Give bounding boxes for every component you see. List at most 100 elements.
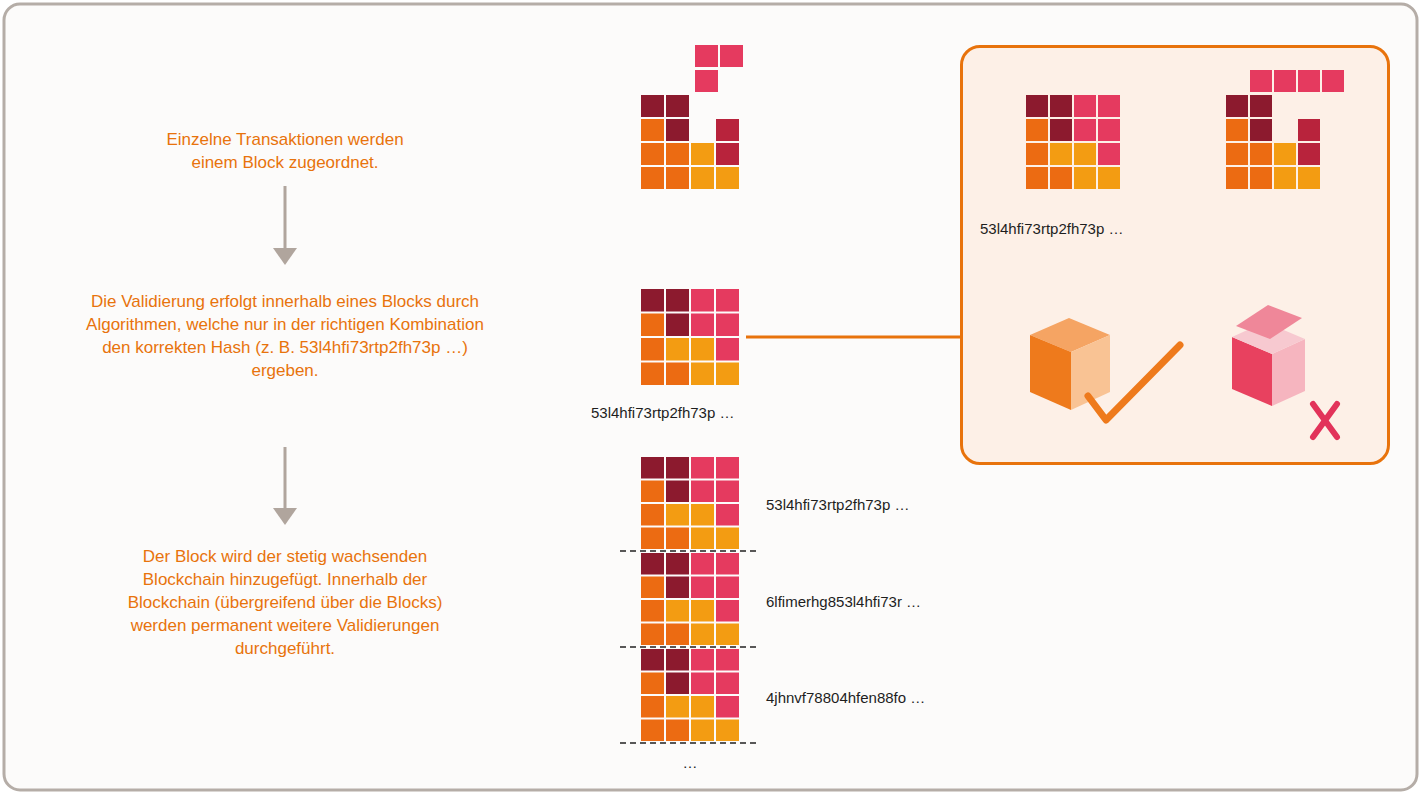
block-cell xyxy=(691,577,714,599)
block-cell xyxy=(691,289,714,312)
check-mark xyxy=(1088,345,1180,420)
block-cell xyxy=(716,528,739,550)
block-cell xyxy=(691,363,714,386)
block-separators xyxy=(620,551,756,743)
block-cell xyxy=(666,167,689,189)
block-cell xyxy=(641,338,664,361)
validation-panel: 53l4hfi73rtp2fh73p … xyxy=(960,45,1390,465)
block-cell xyxy=(716,481,739,503)
block-cell xyxy=(641,95,664,117)
block-cell xyxy=(716,673,739,695)
block-cell xyxy=(691,504,714,526)
block-cell xyxy=(666,95,689,117)
block-cell xyxy=(720,45,743,67)
block-cell xyxy=(1026,143,1048,165)
block-cell xyxy=(716,289,739,312)
block-cell xyxy=(716,720,739,742)
block-cell xyxy=(641,143,664,165)
block-cell xyxy=(1050,95,1072,117)
block-cell xyxy=(1226,95,1248,117)
block-cell xyxy=(666,457,689,479)
flow-arrow xyxy=(273,447,297,525)
hash-value: 4jhnvf78804hfen88fo … xyxy=(766,688,925,707)
block-cell xyxy=(691,143,714,165)
block-cell xyxy=(641,289,664,312)
block-cell xyxy=(666,696,689,718)
leader-line xyxy=(746,336,961,339)
outer-frame xyxy=(4,4,1417,790)
block-cell xyxy=(666,600,689,622)
block-cell xyxy=(716,338,739,361)
block-cell xyxy=(695,45,718,67)
block-cell xyxy=(1250,167,1272,189)
block-cell xyxy=(666,119,689,141)
block-cell xyxy=(1226,143,1248,165)
block-cell xyxy=(691,696,714,718)
block-cell xyxy=(1274,143,1296,165)
hash-value: 53l4hfi73rtp2fh73p … xyxy=(591,403,734,422)
block-cell xyxy=(1026,167,1048,189)
block-cell xyxy=(716,143,739,165)
block-cell xyxy=(716,363,739,386)
block-cell xyxy=(666,624,689,646)
block-cell xyxy=(1098,119,1120,141)
block-cell xyxy=(666,363,689,386)
block-cell xyxy=(691,528,714,550)
block-cell xyxy=(716,624,739,646)
block-cell xyxy=(641,577,664,599)
block-cell xyxy=(1050,143,1072,165)
block-cell xyxy=(666,504,689,526)
block-cell xyxy=(716,696,739,718)
step-text: Die Validierung erfolgt innerhalb eines … xyxy=(75,290,495,382)
block-cell xyxy=(641,119,664,141)
block-cell xyxy=(641,457,664,479)
block-cell xyxy=(691,481,714,503)
block-cell xyxy=(641,504,664,526)
block-cell xyxy=(691,673,714,695)
block-cell xyxy=(691,314,714,337)
block-cell xyxy=(691,457,714,479)
block-cell xyxy=(716,314,739,337)
block-cell xyxy=(666,289,689,312)
block-cell xyxy=(691,649,714,671)
block-cell xyxy=(641,363,664,386)
block-cell xyxy=(1074,119,1096,141)
invalid-cube xyxy=(1232,305,1305,406)
block-cell xyxy=(1298,70,1320,92)
ellipsis-mark: … xyxy=(683,753,698,772)
block-cell xyxy=(691,553,714,575)
block-cell xyxy=(1298,167,1320,189)
block-cell xyxy=(1050,119,1072,141)
block-cell xyxy=(691,167,714,189)
block-cell xyxy=(1226,119,1248,141)
block-cell xyxy=(1322,70,1344,92)
block-cell xyxy=(716,649,739,671)
block-cell xyxy=(716,553,739,575)
block-cell xyxy=(1226,167,1248,189)
block-cell xyxy=(695,70,718,92)
block-cell xyxy=(641,696,664,718)
block-cell xyxy=(1074,143,1096,165)
block-cell xyxy=(1250,95,1272,117)
block-cell xyxy=(666,528,689,550)
hash-value: 53l4hfi73rtp2fh73p … xyxy=(980,219,1123,238)
block-cell xyxy=(641,553,664,575)
block-cell xyxy=(1298,119,1320,141)
block-cell xyxy=(1098,167,1120,189)
block-cell xyxy=(1098,143,1120,165)
block-cell xyxy=(716,119,739,141)
block-cell xyxy=(716,577,739,599)
block-cell xyxy=(666,577,689,599)
flow-arrow xyxy=(273,186,297,265)
block-cell xyxy=(716,167,739,189)
valid-cube xyxy=(1030,318,1110,410)
block-cell xyxy=(666,553,689,575)
block-cell xyxy=(641,167,664,189)
block-cell xyxy=(691,720,714,742)
block-cell xyxy=(691,624,714,646)
block-cell xyxy=(1050,167,1072,189)
block-cell xyxy=(666,338,689,361)
step-text: Einzelne Transaktionen werden einem Bloc… xyxy=(150,128,420,174)
block-cell xyxy=(716,600,739,622)
